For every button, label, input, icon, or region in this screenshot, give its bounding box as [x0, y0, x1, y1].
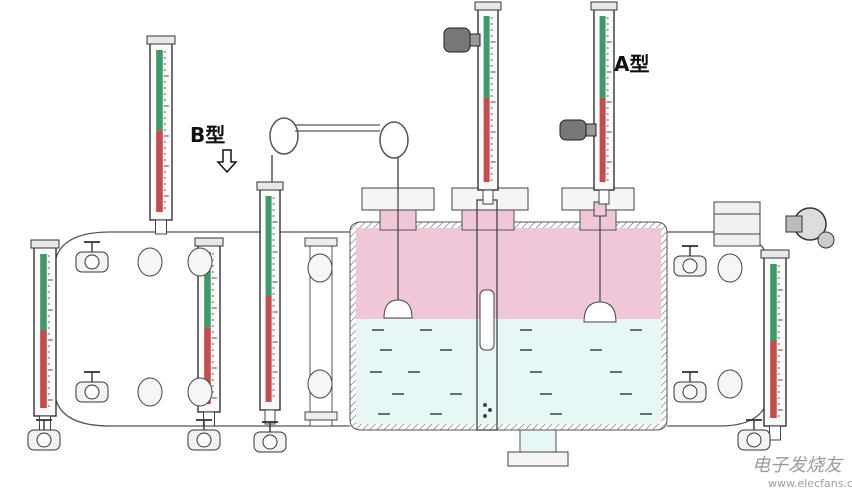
valve-drain-b	[253, 421, 287, 453]
switch-head-right	[559, 119, 597, 141]
b-type-arrow	[216, 149, 238, 174]
pipe-boss	[717, 369, 743, 399]
gauge-left-tall	[146, 35, 176, 235]
switch-head-left	[443, 27, 481, 53]
valve-left-top	[75, 241, 109, 273]
pipe-boss	[137, 377, 163, 407]
liquid-surface-marks	[370, 329, 652, 415]
gauge-center	[474, 1, 502, 205]
gauge-right	[760, 249, 790, 441]
watermark-brand: 电子发烧友	[752, 455, 842, 476]
valve-drain-left	[27, 419, 61, 451]
type-a-label: A型	[614, 52, 650, 76]
watermark-url: www.elecfans.com	[768, 477, 852, 490]
gauge-a-type	[590, 1, 618, 205]
float-right	[583, 301, 617, 323]
valve-right-bottom	[673, 371, 707, 403]
pipe-boss	[137, 247, 163, 277]
gauge-left-mid	[194, 237, 224, 427]
transmitter-head	[713, 201, 835, 249]
pipe-boss	[307, 369, 333, 399]
pipe-boss	[187, 377, 213, 407]
valve-right-top	[673, 245, 707, 277]
gauge-columns	[30, 1, 790, 441]
vessel	[349, 187, 668, 467]
valve-drain-right	[737, 419, 771, 451]
gauge-b-type	[256, 181, 284, 425]
pipe-boss	[717, 253, 743, 283]
gauge-far-left	[30, 239, 60, 431]
valve-left-bottom	[75, 371, 109, 403]
valves	[27, 241, 771, 453]
type-b-label: B型	[190, 123, 226, 147]
loop-connections	[269, 117, 409, 190]
float-left	[383, 299, 413, 319]
watermark: 电子发烧友 www.elecfans.com	[722, 449, 852, 498]
pipe-boss	[187, 247, 213, 277]
pipe-boss	[307, 253, 333, 283]
valve-drain-center	[187, 419, 221, 451]
